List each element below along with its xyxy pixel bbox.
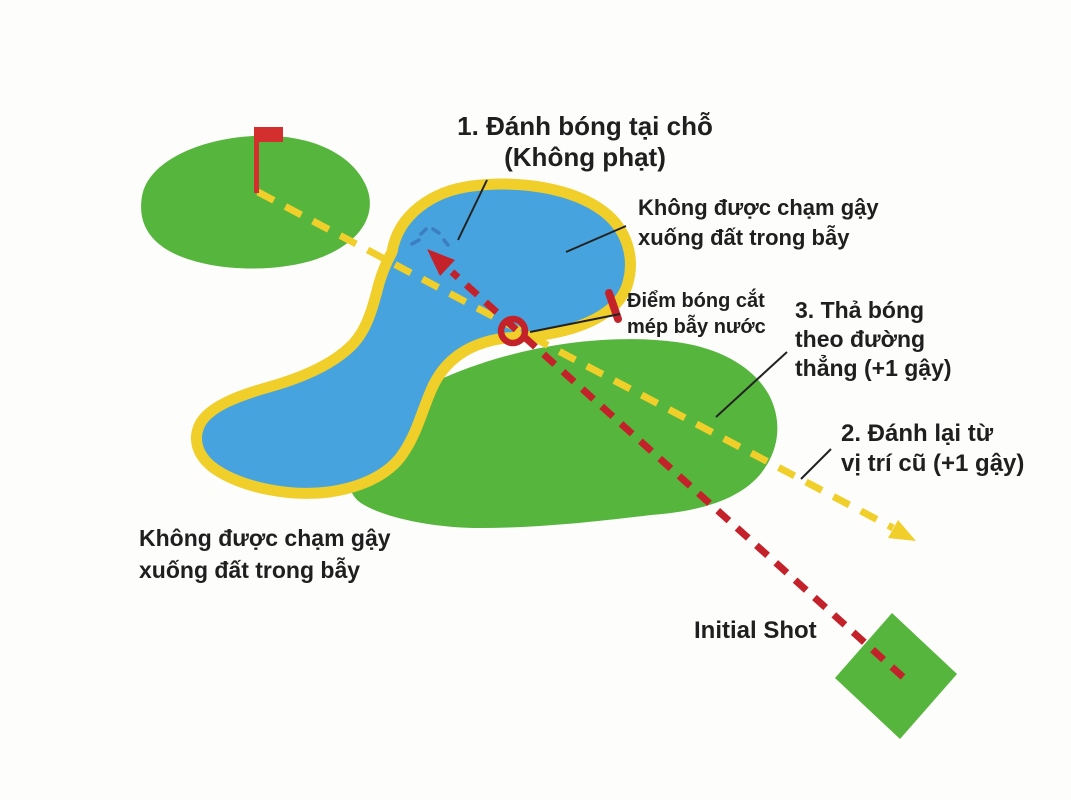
leader-option2 bbox=[800, 448, 832, 480]
leader-option3 bbox=[715, 351, 788, 418]
putting-green bbox=[141, 135, 370, 269]
tee-box bbox=[835, 613, 957, 739]
initial-shot-line bbox=[427, 249, 906, 680]
leader-option1 bbox=[457, 179, 488, 241]
crossing-point-marker bbox=[497, 315, 529, 347]
label-no-grounding-club-top: Không được chạm gậy xuống đất trong bẫy bbox=[638, 195, 879, 250]
water-hazard bbox=[191, 178, 636, 499]
flag-icon bbox=[254, 127, 283, 193]
label-initial-shot: Initial Shot bbox=[694, 617, 817, 644]
label-option1-play-in-place: 1. Đánh bóng tại chỗ (Không phạt) bbox=[457, 111, 713, 172]
label-option2-replay: 2. Đánh lại từ vị trí cũ (+1 gậy) bbox=[841, 420, 1025, 477]
yellow-arrowhead-icon bbox=[888, 520, 916, 541]
leader-touch-top bbox=[565, 225, 627, 253]
label-crossing-point: Điểm bóng cắt mép bẫy nước bbox=[627, 290, 766, 338]
label-no-grounding-club-bottom: Không được chạm gậy xuống đất trong bẫy bbox=[139, 525, 391, 583]
label-option3-drop-on-line: 3. Thả bóng theo đường thẳng (+1 gậy) bbox=[795, 297, 952, 381]
red-arrowhead-icon bbox=[427, 249, 455, 276]
leader-crossing-point bbox=[529, 313, 621, 333]
fairway bbox=[349, 339, 778, 528]
splash-icon bbox=[410, 227, 450, 247]
relief-line bbox=[256, 188, 916, 541]
